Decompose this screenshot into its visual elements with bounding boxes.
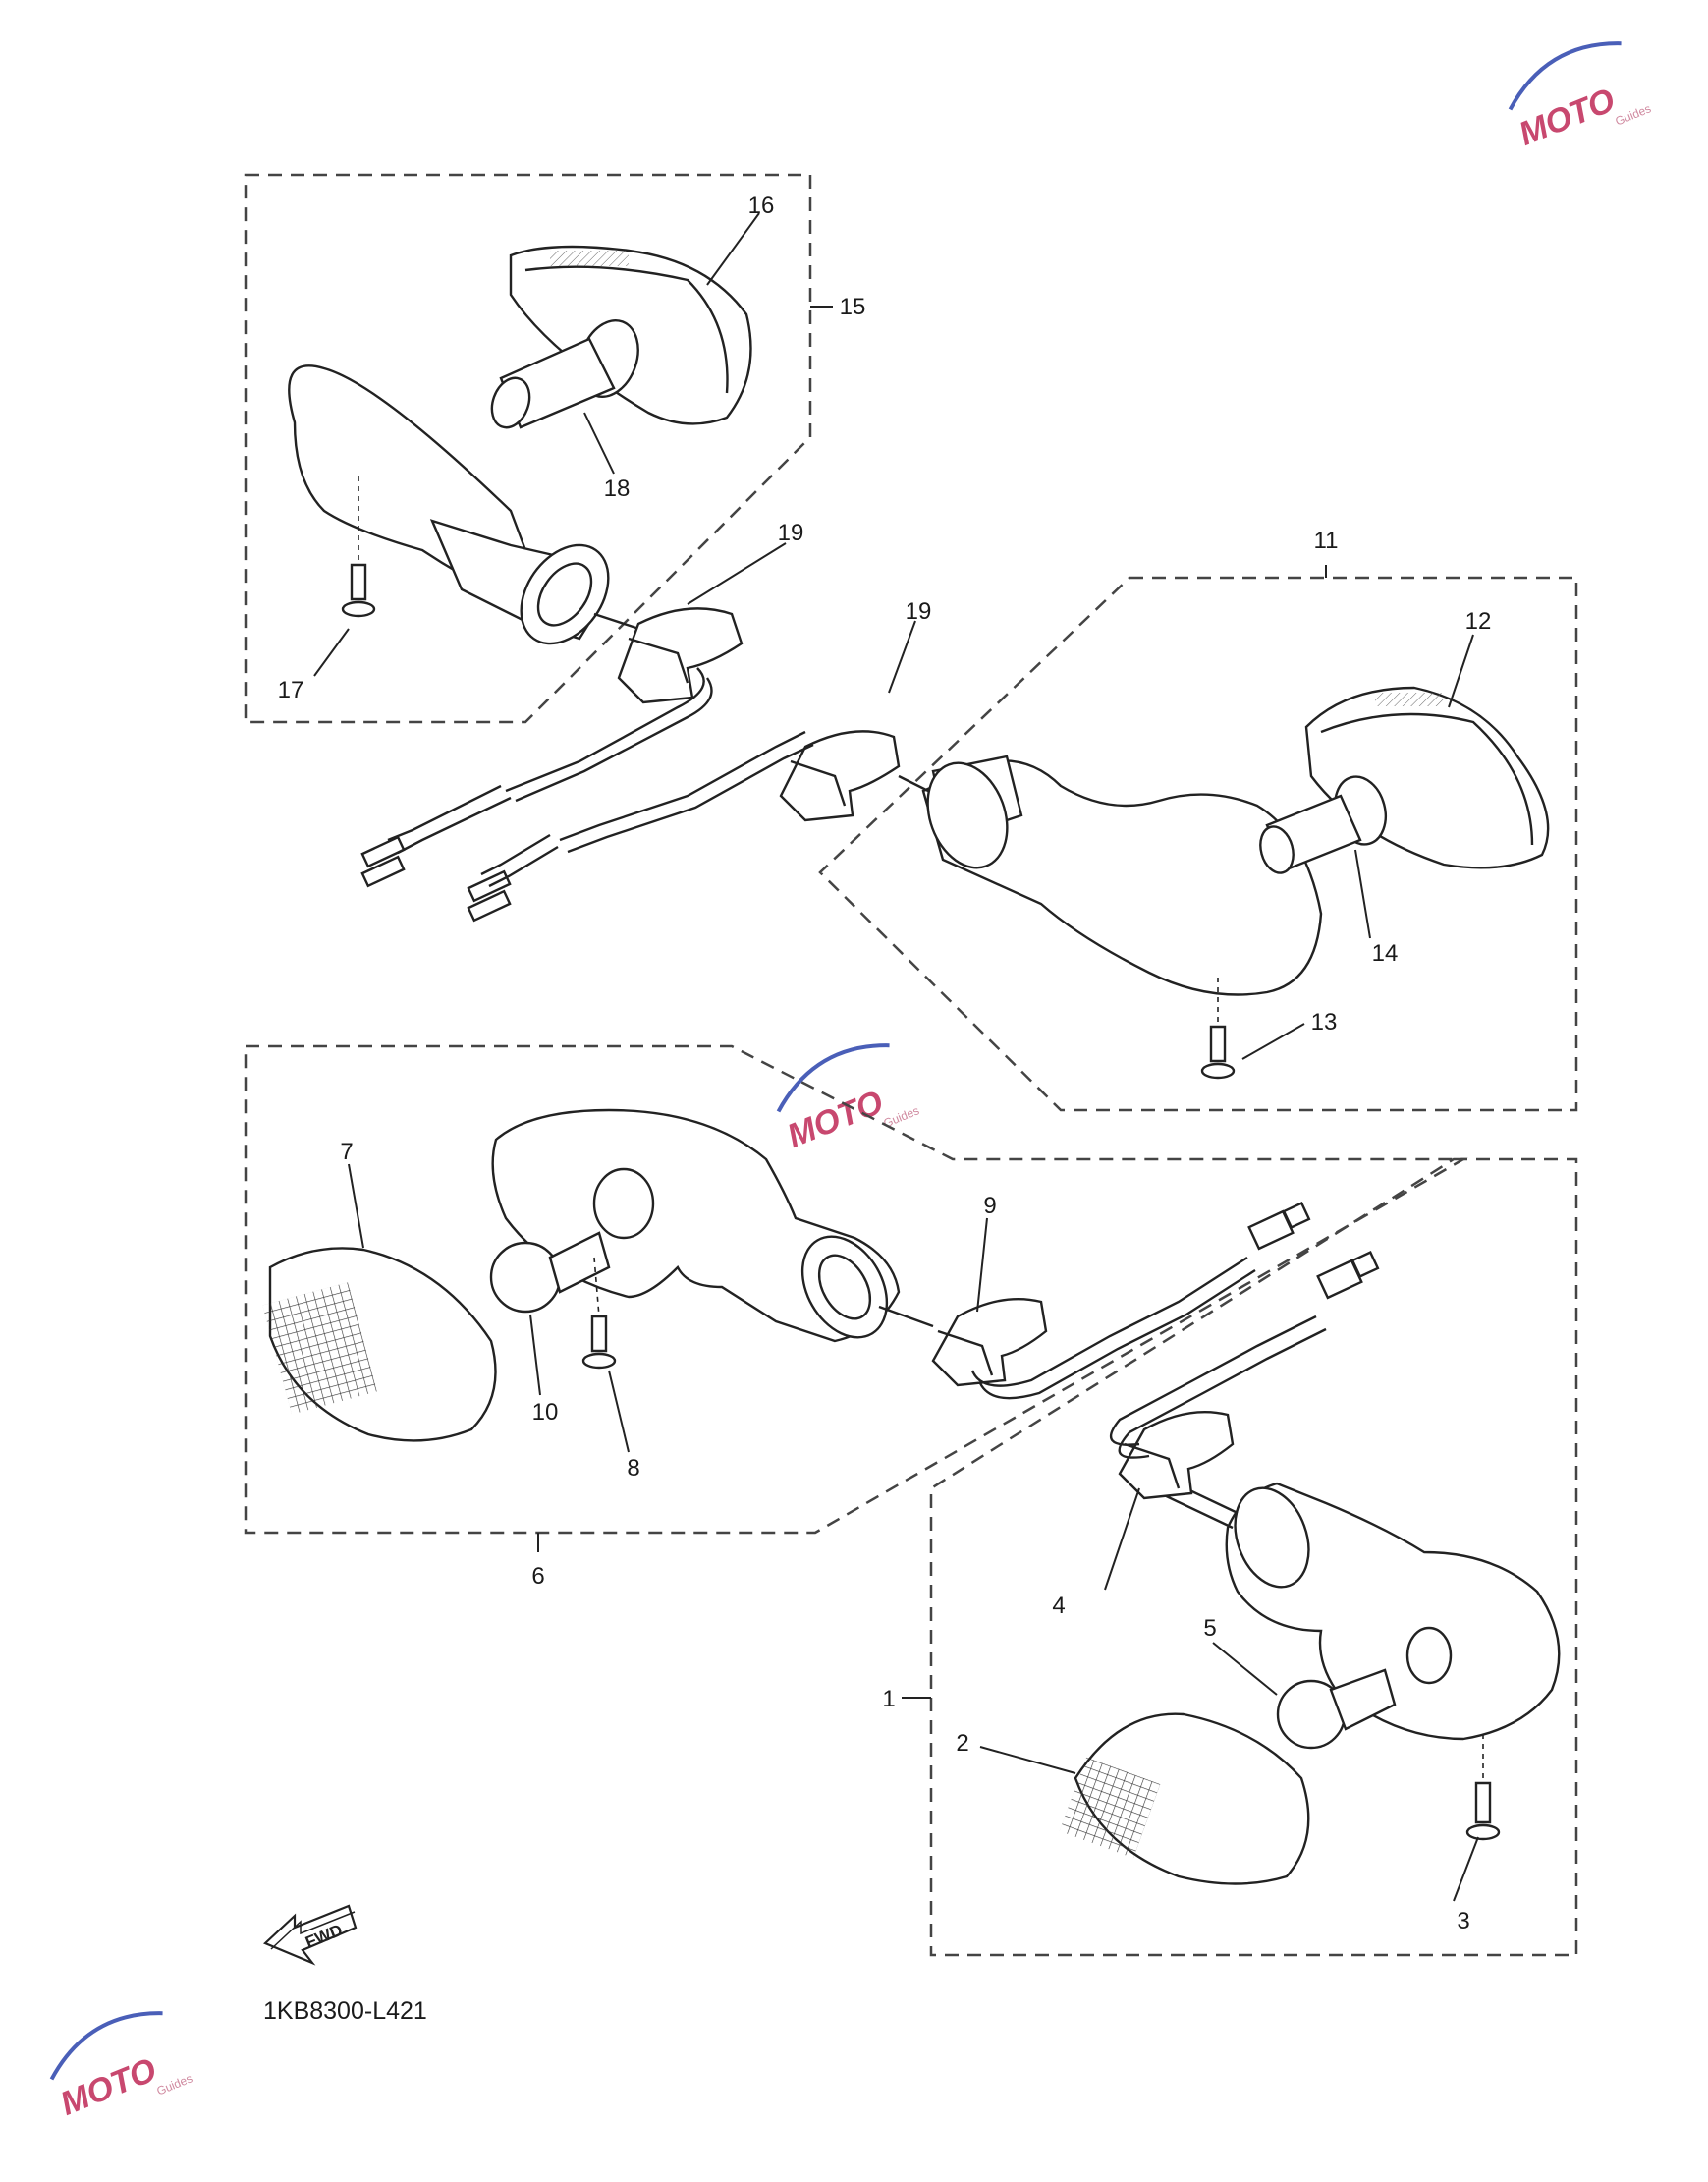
callout-10: 10 bbox=[532, 1399, 559, 1426]
assembly-11 bbox=[898, 686, 1550, 1080]
grommet-4 bbox=[1118, 1410, 1235, 1500]
leader-lines bbox=[313, 212, 1479, 1902]
assembly-6 bbox=[262, 1108, 934, 1442]
svg-text:MOTO: MOTO bbox=[55, 2051, 161, 2123]
callout-5: 5 bbox=[1203, 1615, 1216, 1642]
assembly-1 bbox=[1059, 1467, 1561, 1885]
svg-text:MOTO: MOTO bbox=[1514, 82, 1620, 153]
callout-15: 15 bbox=[840, 294, 866, 320]
callout-19-middle: 19 bbox=[906, 598, 932, 625]
callout-11: 11 bbox=[1314, 528, 1339, 554]
watermark-bottom-left: MOTO Guides bbox=[49, 2011, 194, 2123]
wire-1 bbox=[1109, 1251, 1380, 1459]
assembly-15 bbox=[288, 245, 752, 645]
callouts: 16 15 18 17 19 19 11 12 14 13 7 9 10 8 6… bbox=[278, 193, 1492, 1934]
callout-16: 16 bbox=[748, 193, 775, 219]
fwd-arrow-icon: FWD bbox=[263, 1904, 358, 1966]
grommet-9 bbox=[931, 1297, 1048, 1387]
diagram-code: 1KB8300-L421 bbox=[263, 1997, 427, 2025]
grommet-19-top bbox=[617, 607, 744, 704]
watermark-center: MOTO Guides bbox=[776, 1043, 921, 1155]
wire-6 bbox=[970, 1202, 1311, 1400]
wire-15 bbox=[360, 667, 713, 888]
group-box-15 bbox=[244, 173, 812, 724]
callout-18: 18 bbox=[604, 476, 631, 502]
callout-9: 9 bbox=[983, 1193, 996, 1219]
callout-8: 8 bbox=[627, 1455, 639, 1482]
callout-4: 4 bbox=[1052, 1593, 1065, 1619]
svg-text:Guides: Guides bbox=[154, 2071, 194, 2098]
callout-3: 3 bbox=[1457, 1908, 1469, 1934]
grommet-19-middle bbox=[779, 730, 901, 822]
wire-11 bbox=[467, 730, 814, 923]
group-box-1 bbox=[929, 1157, 1578, 1957]
group-box-11 bbox=[818, 576, 1578, 1112]
callout-13: 13 bbox=[1311, 1009, 1338, 1035]
callout-7: 7 bbox=[340, 1139, 353, 1165]
callout-17: 17 bbox=[278, 677, 304, 703]
callout-19-top: 19 bbox=[778, 520, 804, 546]
svg-text:Guides: Guides bbox=[1613, 101, 1653, 128]
callout-14: 14 bbox=[1372, 940, 1399, 967]
callout-12: 12 bbox=[1465, 608, 1492, 635]
callout-2: 2 bbox=[956, 1730, 968, 1757]
watermark-top-right: MOTO Guides bbox=[1508, 41, 1653, 153]
callout-1: 1 bbox=[882, 1686, 895, 1712]
callout-6: 6 bbox=[531, 1563, 544, 1590]
